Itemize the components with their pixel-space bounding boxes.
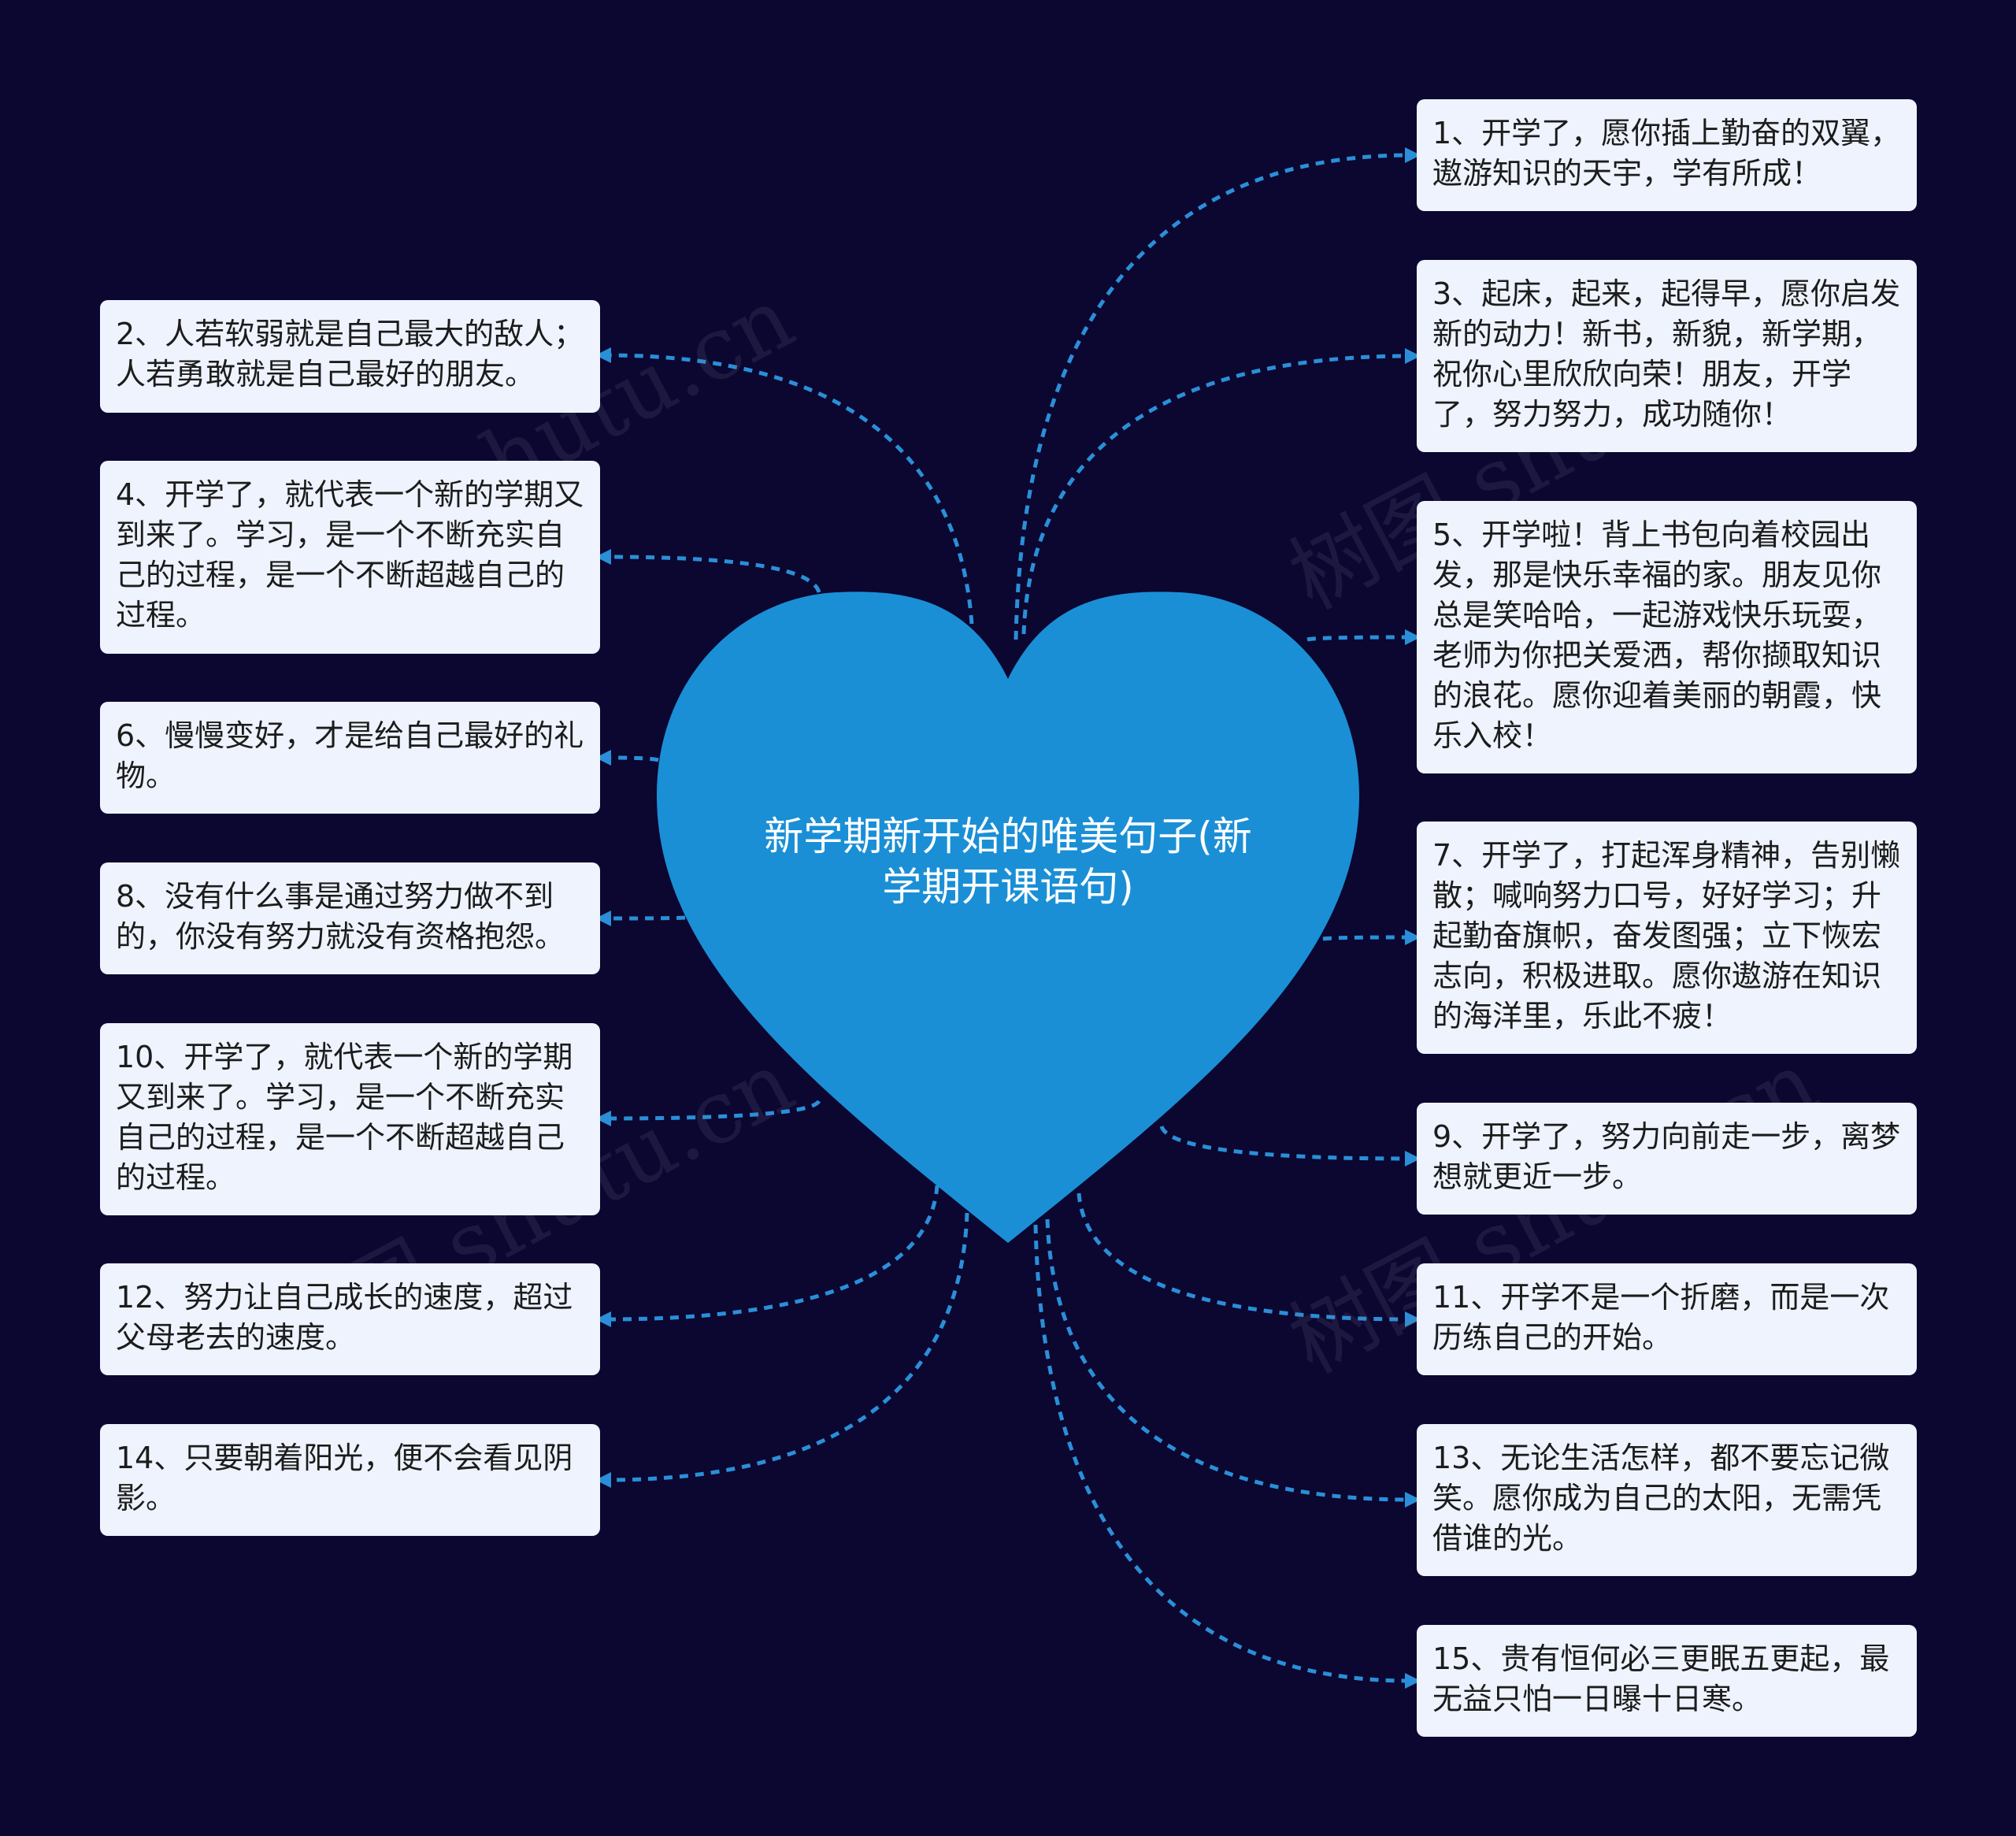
topic-node-2[interactable]: 2、人若软弱就是自己最大的敌人；人若勇敢就是自己最好的朋友。	[100, 300, 600, 413]
connector-2	[606, 353, 975, 640]
connector-8-arrow	[595, 911, 611, 926]
connector-5-arrow	[1405, 629, 1421, 645]
connector-14-arrow	[595, 1472, 611, 1488]
connector-6	[606, 755, 659, 762]
topic-node-text: 7、开学了，打起浑身精神，告别懒散；喊响努力口号，好好学习；升起勤奋旗帜，奋发图…	[1432, 838, 1901, 1033]
connector-7-arrow	[1405, 929, 1421, 945]
topic-node-text: 12、努力让自己成长的速度，超过父母老去的速度。	[116, 1280, 573, 1355]
topic-node-text: 13、无论生活怎样，都不要忘记微笑。愿你成为自己的太阳，无需凭借谁的光。	[1432, 1441, 1890, 1556]
connector-lines	[595, 147, 1421, 1689]
topic-node-text: 2、人若软弱就是自己最大的敌人；人若勇敢就是自己最好的朋友。	[116, 317, 584, 391]
topic-node-7[interactable]: 7、开学了，打起浑身精神，告别懒散；喊响努力口号，好好学习；升起勤奋旗帜，奋发图…	[1417, 822, 1917, 1054]
connector-13-arrow	[1405, 1492, 1421, 1508]
topic-node-11[interactable]: 11、开学不是一个折磨，而是一次历练自己的开始。	[1417, 1263, 1917, 1375]
topic-node-text: 14、只要朝着阳光，便不会看见阴影。	[116, 1441, 573, 1515]
topic-node-text: 1、开学了，愿你插上勤奋的双翼，遨游知识的天宇，学有所成！	[1432, 116, 1901, 191]
topic-node-text: 9、开学了，努力向前走一步，离梦想就更近一步。	[1432, 1119, 1901, 1194]
connector-15	[1033, 1224, 1410, 1683]
topic-node-text: 15、贵有恒何必三更眠五更起，最无益只怕一日曝十日寒。	[1432, 1641, 1890, 1716]
connector-11	[1077, 1192, 1410, 1322]
topic-node-text: 5、开学啦！背上书包向着校园出发，那是快乐幸福的家。朋友见你总是笑哈哈，一起游戏…	[1432, 517, 1882, 753]
topic-node-3[interactable]: 3、起床，起来，起得早，愿你启发新的动力！新书，新貌，新学期，祝你心里欣欣向荣！…	[1417, 260, 1917, 452]
connector-10	[606, 1100, 821, 1121]
topic-node-12[interactable]: 12、努力让自己成长的速度，超过父母老去的速度。	[100, 1263, 600, 1375]
connector-4	[606, 555, 821, 593]
topic-node-4[interactable]: 4、开学了，就代表一个新的学期又到来了。学习，是一个不断充实自己的过程，是一个不…	[100, 461, 600, 654]
topic-node-1[interactable]: 1、开学了，愿你插上勤奋的双翼，遨游知识的天宇，学有所成！	[1417, 99, 1917, 211]
connector-9-arrow	[1405, 1151, 1421, 1167]
topic-node-text: 10、开学了，就代表一个新的学期又到来了。学习，是一个不断充实自己的过程，是一个…	[116, 1040, 573, 1195]
connector-9	[1159, 1125, 1410, 1161]
connector-11-arrow	[1405, 1311, 1421, 1327]
connector-4-arrow	[595, 549, 611, 565]
connector-3	[1021, 354, 1410, 635]
topic-node-text: 4、开学了，就代表一个新的学期又到来了。学习，是一个不断充实自己的过程，是一个不…	[116, 477, 584, 632]
connector-7	[1322, 935, 1410, 941]
connector-12	[606, 1185, 939, 1322]
topic-node-text: 8、没有什么事是通过努力做不到的，你没有努力就没有资格抱怨。	[116, 879, 565, 954]
topic-node-text: 11、开学不是一个折磨，而是一次历练自己的开始。	[1432, 1280, 1890, 1355]
topic-node-10[interactable]: 10、开学了，就代表一个新的学期又到来了。学习，是一个不断充实自己的过程，是一个…	[100, 1023, 600, 1215]
connector-14	[606, 1212, 969, 1482]
connector-1	[1014, 153, 1410, 640]
connector-5	[1306, 635, 1410, 642]
connector-12-arrow	[595, 1311, 611, 1327]
connector-6-arrow	[595, 750, 611, 766]
topic-node-5[interactable]: 5、开学啦！背上书包向着校园出发，那是快乐幸福的家。朋友见你总是笑哈哈，一起游戏…	[1417, 501, 1917, 773]
topic-node-6[interactable]: 6、慢慢变好，才是给自己最好的礼物。	[100, 702, 600, 814]
connector-1-arrow	[1405, 147, 1421, 163]
topic-node-text: 3、起床，起来，起得早，愿你启发新的动力！新书，新貌，新学期，祝你心里欣欣向荣！…	[1432, 276, 1901, 432]
connector-3-arrow	[1405, 348, 1421, 364]
center-heart-shape	[657, 592, 1359, 1243]
topic-node-14[interactable]: 14、只要朝着阳光，便不会看见阴影。	[100, 1424, 600, 1536]
topic-node-15[interactable]: 15、贵有恒何必三更眠五更起，最无益只怕一日曝十日寒。	[1417, 1625, 1917, 1737]
topic-node-8[interactable]: 8、没有什么事是通过努力做不到的，你没有努力就没有资格抱怨。	[100, 862, 600, 974]
topic-node-text: 6、慢慢变好，才是给自己最好的礼物。	[116, 718, 584, 793]
connector-10-arrow	[595, 1111, 611, 1126]
topic-node-13[interactable]: 13、无论生活怎样，都不要忘记微笑。愿你成为自己的太阳，无需凭借谁的光。	[1417, 1424, 1917, 1576]
connector-2-arrow	[595, 347, 611, 363]
center-topic-title: 新学期新开始的唯美句子(新学期开课语句)	[764, 814, 1252, 910]
connector-15-arrow	[1405, 1673, 1421, 1689]
topic-node-9[interactable]: 9、开学了，努力向前走一步，离梦想就更近一步。	[1417, 1103, 1917, 1215]
connector-13	[1045, 1218, 1410, 1502]
